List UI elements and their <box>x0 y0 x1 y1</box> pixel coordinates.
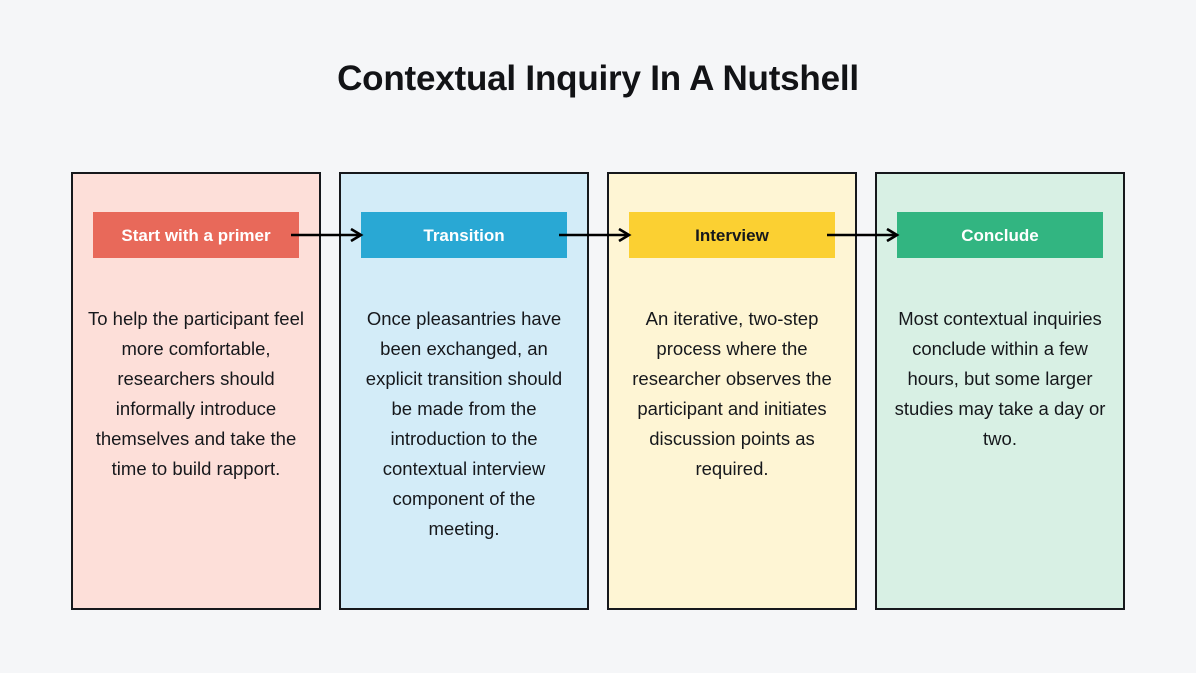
stage-body-text: Most contextual inquiries conclude withi… <box>894 308 1106 449</box>
stage-header-interview: Interview <box>629 212 835 258</box>
stage-body-text: Once pleasantries have been exchanged, a… <box>365 308 563 539</box>
stage-panel-conclude: Conclude Most contextual inquiries concl… <box>875 172 1125 610</box>
stage-panel-transition: Transition Once pleasantries have been e… <box>339 172 589 610</box>
stage-body-text: An iterative, two-step process where the… <box>632 308 832 479</box>
stage-header-conclude: Conclude <box>897 212 1103 258</box>
process-flow: Start with a primer To help the particip… <box>71 172 1125 610</box>
stage-header-start-with-a-primer: Start with a primer <box>93 212 299 258</box>
stage-panel-start-with-a-primer: Start with a primer To help the particip… <box>71 172 321 610</box>
stage-header-label: Conclude <box>961 225 1039 245</box>
stage-header-label: Start with a primer <box>121 225 271 245</box>
stage-header-label: Interview <box>695 225 769 245</box>
page-title: Contextual Inquiry In A Nutshell <box>337 59 859 98</box>
stage-panel-interview: Interview An iterative, two-step process… <box>607 172 857 610</box>
stage-header-label: Transition <box>423 225 505 245</box>
stage-header-transition: Transition <box>361 212 567 258</box>
stage-body-text: To help the participant feel more comfor… <box>88 308 304 479</box>
